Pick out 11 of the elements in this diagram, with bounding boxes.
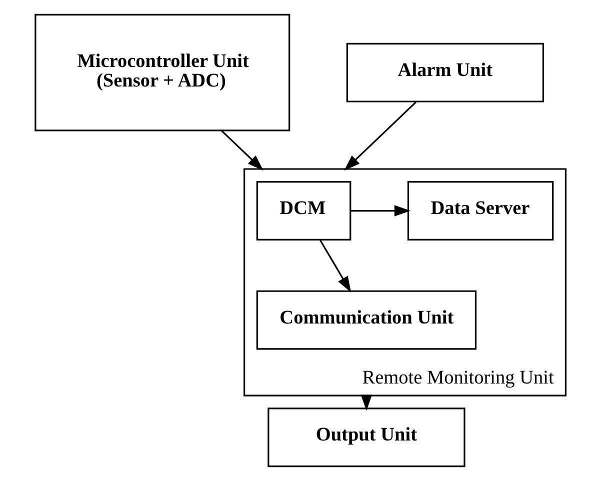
node-box: Communication Unit xyxy=(256,290,477,350)
node-box: Output Unit xyxy=(268,408,466,468)
arrow xyxy=(344,102,416,171)
node-box: Alarm Unit xyxy=(346,42,544,102)
node-box: DCM xyxy=(256,181,352,240)
node-box: Data Server xyxy=(407,181,554,240)
arrow xyxy=(350,205,410,216)
arrow xyxy=(320,240,352,292)
node-box: Microcontroller Unit (Sensor + ADC) xyxy=(34,14,290,132)
arrow xyxy=(220,130,264,171)
arrow xyxy=(360,394,372,411)
